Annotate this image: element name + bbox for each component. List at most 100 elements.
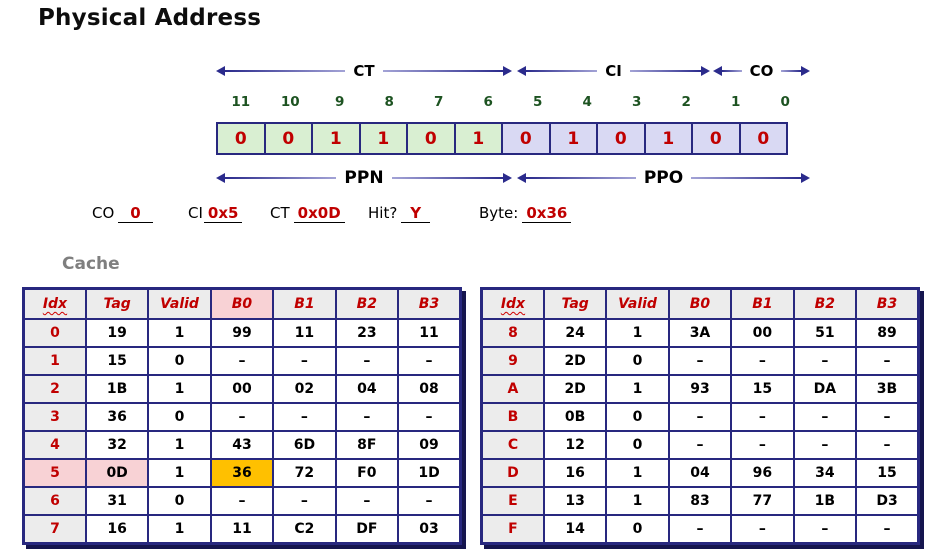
- data-cell: 0B: [542, 401, 608, 432]
- data-cell: –: [730, 513, 795, 545]
- data-cell: –: [209, 485, 275, 516]
- bit-number: 9: [335, 94, 345, 110]
- data-cell: –: [792, 429, 858, 460]
- answer-hit: Hit?Y: [368, 204, 431, 223]
- data-cell: –: [272, 485, 337, 516]
- answer-co-label: CO: [92, 204, 115, 222]
- data-cell: 0: [605, 345, 670, 376]
- data-cell: –: [855, 429, 920, 460]
- ci-field-label: CI: [605, 62, 622, 80]
- page-title: Physical Address: [38, 5, 262, 31]
- data-cell: DA: [792, 373, 858, 404]
- bit-cell: 1: [311, 122, 361, 155]
- data-cell: 0D: [84, 457, 150, 488]
- bit-number: 4: [582, 94, 592, 110]
- arrowhead-right-icon: [701, 66, 710, 76]
- idx-cell: 7: [22, 513, 87, 545]
- bit-number: 7: [434, 94, 444, 110]
- idx-cell: C: [480, 429, 545, 460]
- data-cell: –: [334, 401, 400, 432]
- data-cell: 0: [605, 513, 670, 545]
- co-field-arrow: CO: [713, 62, 811, 80]
- data-cell: 13: [542, 485, 608, 516]
- arrowhead-left-icon: [517, 173, 526, 183]
- data-cell: 51: [792, 318, 858, 348]
- column-header: Idx: [480, 287, 545, 320]
- data-cell: 24: [542, 318, 608, 348]
- idx-cell: E: [480, 485, 545, 516]
- column-header: B2: [792, 287, 858, 320]
- column-header: B0: [209, 287, 275, 320]
- column-header: B3: [855, 287, 920, 320]
- arrowhead-right-icon: [801, 66, 811, 76]
- bit-number: 10: [280, 94, 300, 110]
- data-cell: –: [397, 345, 462, 376]
- data-cell: 96: [730, 457, 795, 488]
- arrowhead-right-icon: [503, 66, 512, 76]
- data-cell: 36: [84, 401, 150, 432]
- data-cell: –: [397, 401, 462, 432]
- data-cell: –: [272, 345, 337, 376]
- data-cell: 11: [272, 318, 337, 348]
- ct-field-label: CT: [353, 62, 375, 80]
- idx-cell: F: [480, 513, 545, 545]
- data-cell: –: [397, 485, 462, 516]
- data-cell: 99: [209, 318, 275, 348]
- data-cell: 1: [147, 429, 212, 460]
- data-cell: 43: [209, 429, 275, 460]
- arrowhead-right-icon: [801, 173, 810, 183]
- data-cell: 1B: [84, 373, 150, 404]
- data-cell: 03: [397, 513, 462, 545]
- ppo-region-label: PPO: [643, 168, 684, 188]
- idx-cell: 9: [480, 345, 545, 376]
- data-cell: 16: [84, 513, 150, 545]
- bit-number: 11: [231, 94, 251, 110]
- bit-cell: 0: [406, 122, 456, 155]
- bit-cell: 1: [358, 122, 408, 155]
- data-cell: 15: [855, 457, 920, 488]
- bit-cell: 0: [738, 122, 788, 155]
- data-cell: –: [667, 429, 733, 460]
- data-cell: 0: [605, 429, 670, 460]
- data-cell: 93: [667, 373, 733, 404]
- data-cell: –: [667, 401, 733, 432]
- data-cell: 1: [605, 485, 670, 516]
- data-cell: 15: [84, 345, 150, 376]
- data-cell: –: [209, 401, 275, 432]
- idx-header-label: Idx: [42, 296, 68, 312]
- column-header: Valid: [605, 287, 670, 320]
- bit-number: 8: [384, 94, 394, 110]
- bit-cell: 0: [501, 122, 551, 155]
- data-cell: –: [667, 345, 733, 376]
- answer-co-value: 0: [118, 204, 153, 223]
- bit-cell: 0: [263, 122, 313, 155]
- answer-ct-value: 0x0D: [293, 204, 345, 223]
- ppo-region-arrow: PPO: [517, 168, 810, 188]
- data-cell: 89: [855, 318, 920, 348]
- data-cell: –: [855, 345, 920, 376]
- data-cell: 1: [605, 457, 670, 488]
- answer-ci-value: 0x5: [203, 204, 243, 223]
- data-cell: 08: [397, 373, 462, 404]
- column-header: B3: [397, 287, 462, 320]
- idx-cell: B: [480, 401, 545, 432]
- bit-cell: 0: [216, 122, 266, 155]
- data-cell: 36: [209, 457, 275, 488]
- bit-cell: 1: [548, 122, 598, 155]
- ci-field-arrow: CI: [517, 62, 710, 80]
